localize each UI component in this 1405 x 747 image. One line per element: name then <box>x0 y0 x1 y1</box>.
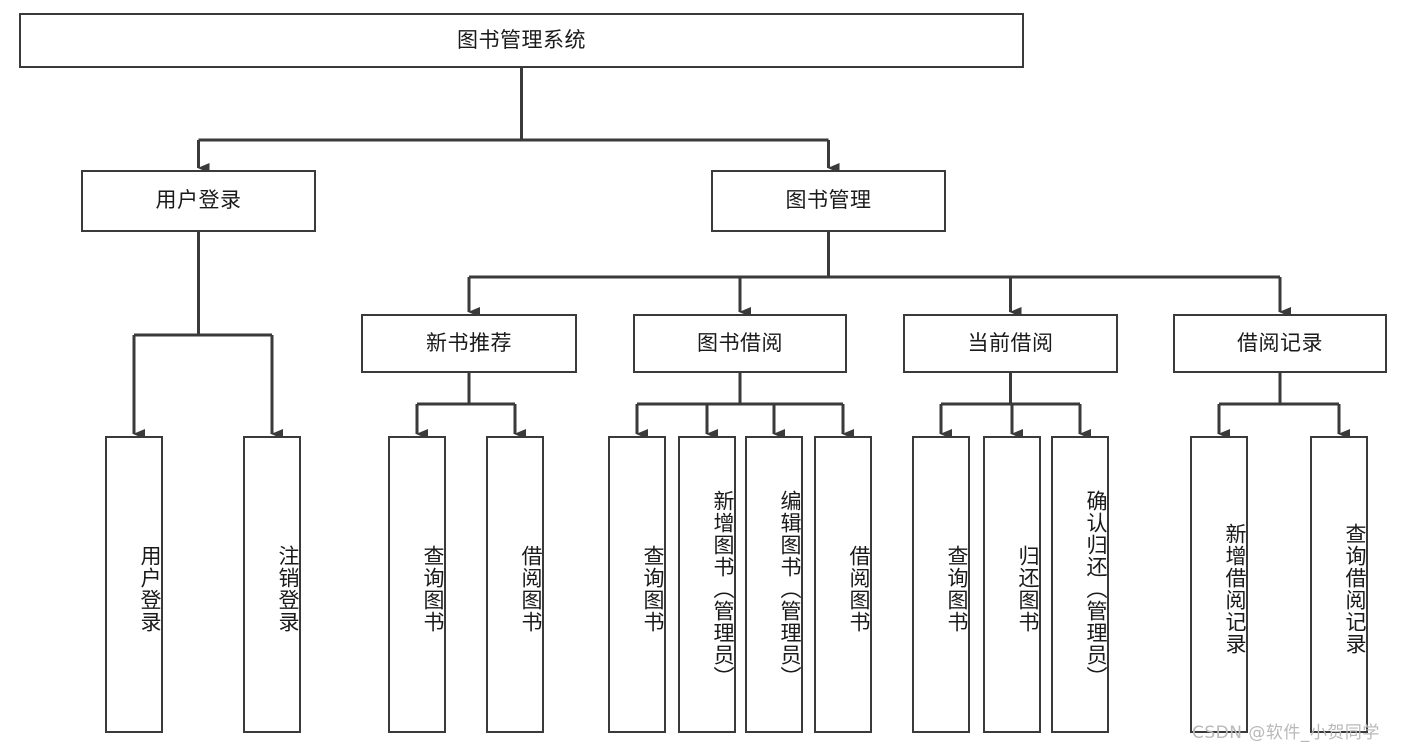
leaf-confirm-return-admin-label: 确认归还（管理员） <box>1084 489 1108 688</box>
leaf-query-book-borrow-label: 查询图书 <box>641 544 665 633</box>
node-new-book-recommend-label: 新书推荐 <box>426 330 512 355</box>
node-book-management-label: 图书管理 <box>785 188 872 213</box>
leaf-user-login-label: 用户登录 <box>138 544 162 633</box>
node-root[interactable]: 图书管理系统 <box>19 13 1024 68</box>
leaf-borrow-book[interactable]: 借阅图书 <box>814 436 872 733</box>
leaf-user-login[interactable]: 用户登录 <box>105 436 163 733</box>
leaf-borrow-book-label: 借阅图书 <box>847 544 871 633</box>
node-current-borrow-label: 当前借阅 <box>967 330 1054 355</box>
leaf-query-book-borrow[interactable]: 查询图书 <box>608 436 666 733</box>
leaf-borrow-book-recommend[interactable]: 借阅图书 <box>486 436 544 733</box>
leaf-query-book-current[interactable]: 查询图书 <box>912 436 970 733</box>
node-borrow-record[interactable]: 借阅记录 <box>1173 314 1387 373</box>
leaf-edit-book-admin-label: 编辑图书（管理员） <box>778 489 802 688</box>
leaf-query-book-recommend[interactable]: 查询图书 <box>388 436 446 733</box>
leaf-add-borrow-record[interactable]: 新增借阅记录 <box>1190 436 1248 733</box>
leaf-add-book-admin-label: 新增图书（管理员） <box>711 489 735 688</box>
leaf-logout[interactable]: 注销登录 <box>243 436 301 733</box>
leaf-add-borrow-record-label: 新增借阅记录 <box>1223 522 1247 655</box>
node-book-borrow-label: 图书借阅 <box>697 330 783 355</box>
node-user-login-label: 用户登录 <box>155 188 242 213</box>
node-root-label: 图书管理系统 <box>457 27 586 52</box>
node-new-book-recommend[interactable]: 新书推荐 <box>361 314 577 373</box>
leaf-return-book[interactable]: 归还图书 <box>983 436 1041 733</box>
leaf-query-book-recommend-label: 查询图书 <box>421 544 445 633</box>
leaf-borrow-book-recommend-label: 借阅图书 <box>519 544 543 633</box>
leaf-query-borrow-record-label: 查询借阅记录 <box>1343 522 1367 655</box>
csdn-watermark: CSDN @软件_小贺同学 <box>1192 723 1380 743</box>
node-borrow-record-label: 借阅记录 <box>1237 330 1323 355</box>
node-book-borrow[interactable]: 图书借阅 <box>633 314 847 373</box>
leaf-query-book-current-label: 查询图书 <box>945 544 969 633</box>
node-current-borrow[interactable]: 当前借阅 <box>903 314 1118 373</box>
leaf-confirm-return-admin[interactable]: 确认归还（管理员） <box>1051 436 1109 733</box>
node-user-login[interactable]: 用户登录 <box>81 170 316 232</box>
leaf-return-book-label: 归还图书 <box>1016 544 1040 633</box>
leaf-add-book-admin[interactable]: 新增图书（管理员） <box>678 436 736 733</box>
leaf-query-borrow-record[interactable]: 查询借阅记录 <box>1310 436 1368 733</box>
leaf-edit-book-admin[interactable]: 编辑图书（管理员） <box>745 436 803 733</box>
node-book-management[interactable]: 图书管理 <box>711 170 946 232</box>
leaf-logout-label: 注销登录 <box>276 544 300 633</box>
